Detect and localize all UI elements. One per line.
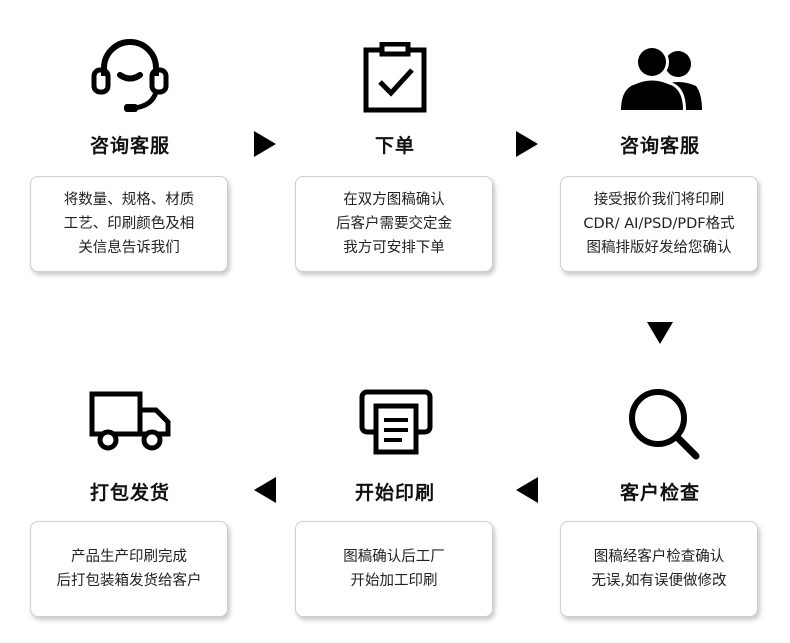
- headset-icon: [91, 39, 169, 112]
- arrow-down: [647, 322, 673, 344]
- users-icon: [618, 45, 702, 110]
- printer-icon: [359, 389, 433, 455]
- step-6-line-2: 后打包装箱发货给客户: [56, 573, 202, 589]
- step-1-title: 咨询客服: [89, 135, 170, 157]
- step-1-line-3: 关信息告诉我们: [78, 240, 180, 256]
- step-5-line-2: 开始加工印刷: [350, 573, 438, 589]
- step-6-title: 打包发货: [89, 482, 170, 504]
- step-5-card: 图稿确认后工厂 开始加工印刷: [295, 521, 493, 617]
- step-4-line-2: 无误,如有误便做修改: [591, 573, 727, 589]
- step-1-line-2: 工艺、印刷颜色及相: [63, 216, 195, 232]
- magnifier-icon: [629, 389, 700, 460]
- step-5-title: 开始印刷: [354, 482, 435, 504]
- step-1-card: 将数量、规格、材质 工艺、印刷颜色及相 关信息告诉我们: [30, 176, 228, 272]
- step-4-title: 客户检查: [619, 482, 700, 504]
- clipboard-check-icon: [363, 42, 427, 113]
- step-2-title: 下单: [374, 135, 415, 157]
- step-3-line-3: 图稿排版好发给您确认: [586, 240, 732, 256]
- step-5-line-1: 图稿确认后工厂: [343, 549, 445, 565]
- step-2-card: 在双方图稿确认 后客户需要交定金 我方可安排下单: [295, 176, 493, 272]
- arrow-left-1: [516, 477, 538, 503]
- truck-icon: [89, 391, 171, 451]
- step-2-line-1: 在双方图稿确认: [343, 192, 445, 208]
- step-4-line-1: 图稿经客户检查确认: [593, 549, 725, 565]
- arrow-left-2: [254, 477, 276, 503]
- step-1-line-1: 将数量、规格、材质: [63, 192, 195, 208]
- step-2-line-3: 我方可安排下单: [343, 240, 445, 256]
- step-2-line-2: 后客户需要交定金: [336, 216, 452, 232]
- step-3-title: 咨询客服: [619, 135, 700, 157]
- step-3-line-1: 接受报价我们将印刷: [593, 192, 725, 208]
- step-3-line-2: CDR/ AI/PSD/PDF格式: [583, 216, 735, 232]
- arrow-right-2: [516, 131, 538, 157]
- step-6-card: 产品生产印刷完成 后打包装箱发货给客户: [30, 521, 228, 617]
- step-6-line-1: 产品生产印刷完成: [71, 549, 187, 565]
- step-3-card: 接受报价我们将印刷 CDR/ AI/PSD/PDF格式 图稿排版好发给您确认: [560, 176, 758, 272]
- step-4-card: 图稿经客户检查确认 无误,如有误便做修改: [560, 521, 758, 617]
- arrow-right-1: [254, 131, 276, 157]
